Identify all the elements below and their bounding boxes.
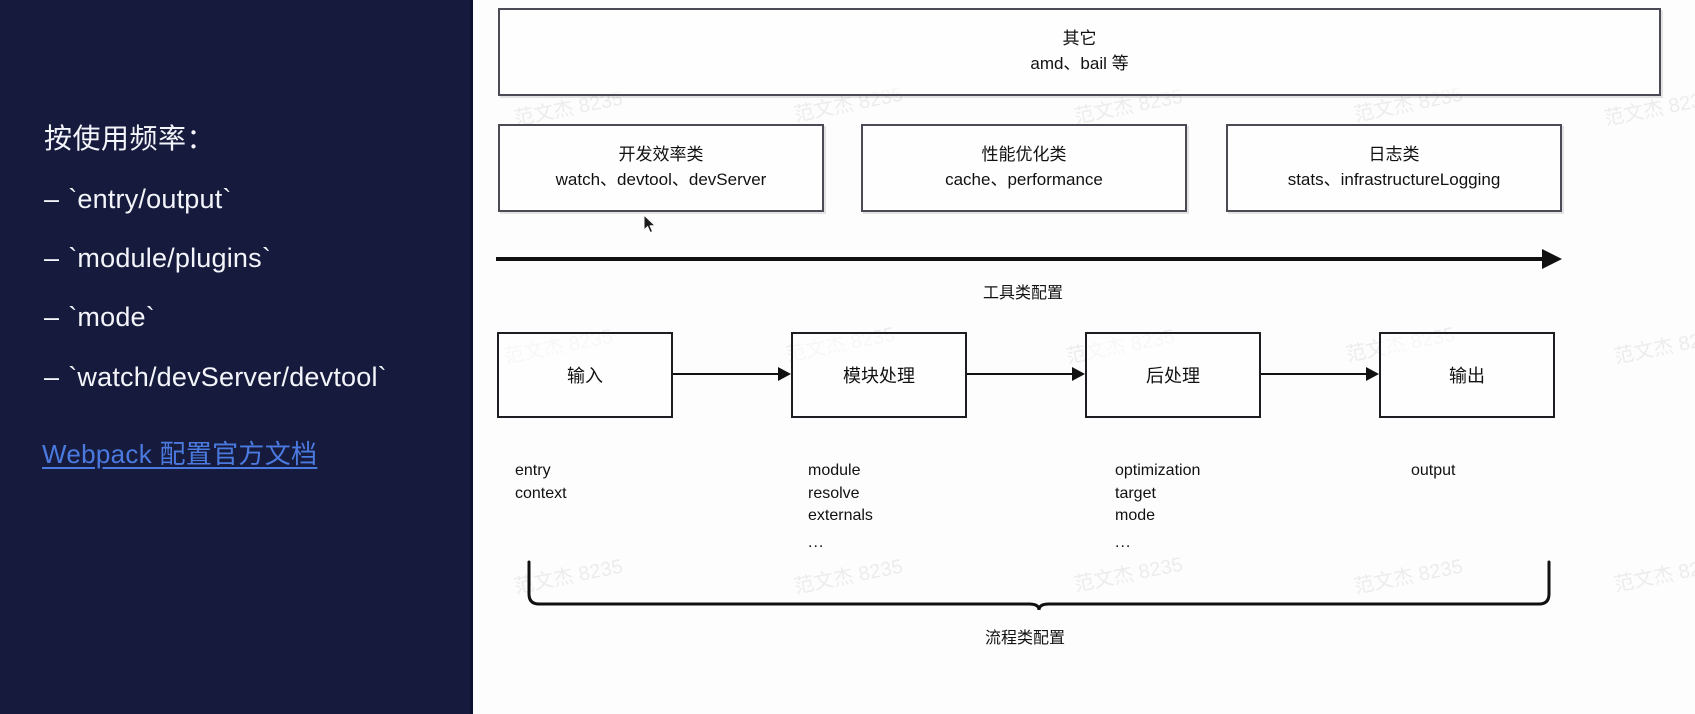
category-title: 开发效率类 (618, 145, 704, 165)
flow-box-input[interactable]: 输入 (497, 332, 673, 418)
annotation-line: output (1411, 462, 1456, 479)
other-config-title: 其它 (1062, 29, 1097, 49)
cursor-svg (643, 213, 657, 234)
bullet-list: 按使用频率： –`entry/output` –`module/plugins`… (44, 122, 464, 420)
category-title: 日志类 (1368, 145, 1420, 165)
annotation-line: target (1115, 484, 1156, 502)
flow-box-label: 模块处理 (843, 366, 915, 386)
bullet-label: `mode` (68, 302, 155, 333)
flow-box-label: 后处理 (1146, 366, 1200, 386)
brace-svg (527, 560, 1551, 612)
flow-box-label: 输出 (1449, 366, 1485, 386)
annotation-line: module (808, 462, 861, 479)
arrow-shaft (496, 257, 1542, 261)
other-config-box[interactable]: 其它 amd、bail 等 (498, 8, 1661, 96)
annotation-output: output (1411, 460, 1455, 483)
category-box-performance[interactable]: 性能优化类 cache、performance (861, 124, 1187, 212)
annotation-line: context (515, 484, 567, 502)
bullet-item-watch-devserver-devtool: –`watch/devServer/devtool` (44, 361, 464, 393)
category-title: 性能优化类 (981, 145, 1067, 165)
other-config-subtitle: amd、bail 等 (1030, 54, 1129, 73)
arrow-shaft (1261, 373, 1366, 375)
tool-config-caption: 工具类配置 (982, 285, 1063, 302)
bullet-list-title: 按使用频率： (44, 123, 216, 154)
bullet-dash-icon: – (44, 183, 60, 214)
arrow-shaft (967, 373, 1072, 375)
webpack-docs-link[interactable]: Webpack 配置官方文档 (42, 439, 318, 469)
bullet-label: `entry/output` (68, 183, 232, 214)
category-box-dev-efficiency[interactable]: 开发效率类 watch、devtool、devServer (498, 124, 824, 212)
arrow-head (1542, 249, 1562, 269)
arrow-head (1072, 367, 1085, 381)
annotation-line: optimization (1115, 462, 1201, 479)
bullet-item-module-plugins: –`module/plugins` (44, 242, 464, 274)
watermark: 范文杰 8235 (1612, 325, 1695, 369)
bullet-dash-icon: – (44, 242, 60, 273)
mouse-pointer-icon (643, 213, 657, 239)
tool-config-arrow-icon (496, 248, 1562, 270)
bullet-item-entry-output: –`entry/output` (44, 183, 464, 215)
category-box-logging[interactable]: 日志类 stats、infrastructureLogging (1226, 124, 1562, 212)
bullet-label: `watch/devServer/devtool` (68, 361, 387, 392)
flow-box-module-processing[interactable]: 模块处理 (791, 332, 967, 418)
annotation-line: mode (1115, 507, 1156, 525)
bullet-item-mode: –`mode` (44, 301, 464, 333)
category-subtitle: cache、performance (945, 170, 1103, 189)
bullet-dash-icon: – (44, 361, 60, 392)
flow-box-label: 输入 (567, 366, 603, 386)
flow-connector-2-icon (967, 367, 1085, 381)
flow-connector-3-icon (1261, 367, 1379, 381)
category-subtitle: watch、devtool、devServer (555, 170, 767, 189)
arrow-head (778, 367, 791, 381)
flow-connector-1-icon (673, 367, 791, 381)
arrow-shaft (673, 373, 778, 375)
watermark: 范文杰 8235 (1612, 553, 1695, 597)
category-subtitle: stats、infrastructureLogging (1287, 170, 1501, 189)
arrow-head (1366, 367, 1379, 381)
annotation-line: entry (515, 462, 551, 479)
flow-box-post-processing[interactable]: 后处理 (1085, 332, 1261, 418)
flow-config-brace-icon (525, 558, 1553, 612)
flow-config-caption: 流程类配置 (984, 630, 1065, 647)
flow-box-output[interactable]: 输出 (1379, 332, 1555, 418)
annotation-module-processing: module resolve externals ... (808, 460, 873, 555)
bullet-dash-icon: – (44, 302, 60, 333)
annotation-line: externals (808, 507, 873, 525)
left-text-panel: 按使用频率： –`entry/output` –`module/plugins`… (0, 0, 473, 714)
bullet-label: `module/plugins` (68, 242, 272, 273)
annotation-input: entry context (515, 460, 567, 505)
annotation-ellipsis: ... (808, 534, 825, 552)
annotation-post-processing: optimization target mode ... (1115, 460, 1200, 555)
annotation-ellipsis: ... (1115, 534, 1132, 552)
diagram-panel: 范文杰 8235 范文杰 8235 范文杰 8235 范文杰 8235 范文杰 … (473, 0, 1695, 714)
webpack-config-diagram: 范文杰 8235 范文杰 8235 范文杰 8235 范文杰 8235 范文杰 … (473, 0, 1695, 714)
annotation-line: resolve (808, 484, 860, 502)
